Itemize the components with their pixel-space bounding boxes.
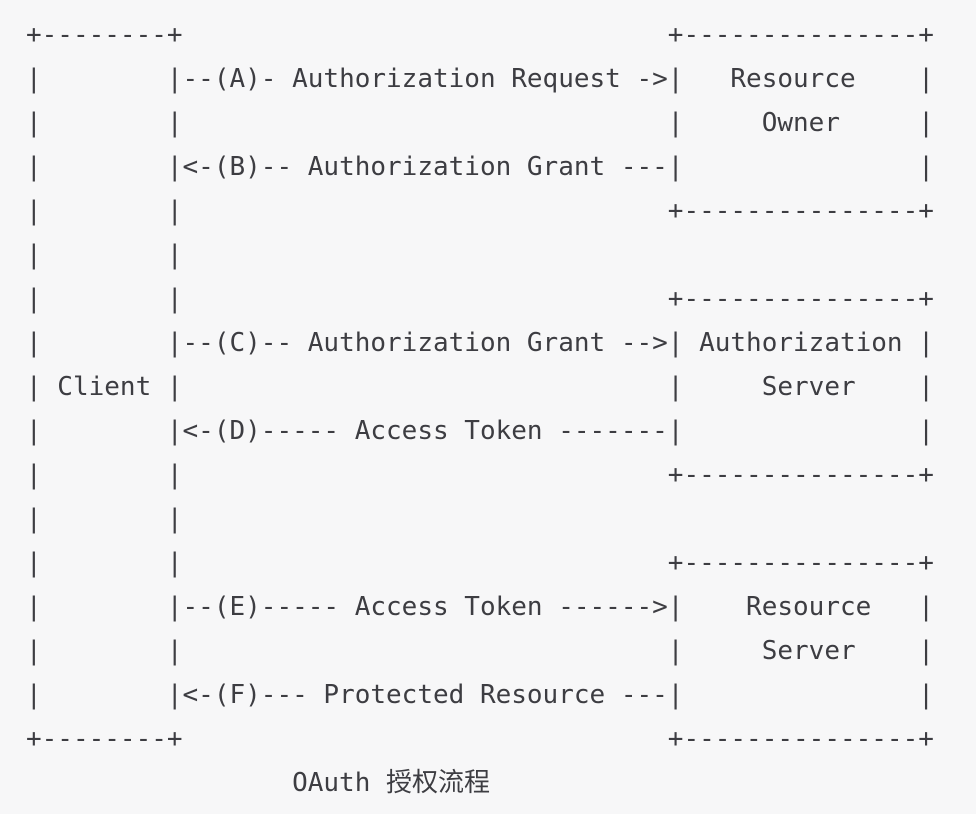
ascii-line: +--------+ +---------------+ bbox=[26, 20, 934, 50]
ascii-line-step-a: | |--(A)- Authorization Request ->| Reso… bbox=[26, 64, 934, 94]
ascii-line-step-b: | |<-(B)-- Authorization Grant ---| | bbox=[26, 152, 934, 182]
ascii-line-step-d: | |<-(D)----- Access Token -------| | bbox=[26, 416, 934, 446]
ascii-line: | | | Owner | bbox=[26, 108, 934, 138]
ascii-line: | | bbox=[26, 504, 183, 534]
ascii-line: | | bbox=[26, 240, 183, 270]
ascii-line: +--------+ +---------------+ bbox=[26, 724, 934, 754]
ascii-line-step-e: | |--(E)----- Access Token ------>| Reso… bbox=[26, 592, 934, 622]
ascii-line: | | +---------------+ bbox=[26, 196, 934, 226]
ascii-line: | | +---------------+ bbox=[26, 548, 934, 578]
ascii-line-client-label: | Client | | Server | bbox=[26, 372, 934, 402]
ascii-line-step-f: | |<-(F)--- Protected Resource ---| | bbox=[26, 680, 934, 710]
ascii-line: | | +---------------+ bbox=[26, 284, 934, 314]
ascii-line: | | | Server | bbox=[26, 636, 934, 666]
ascii-line: | | +---------------+ bbox=[26, 460, 934, 490]
diagram-caption: OAuth 授权流程 bbox=[292, 768, 491, 798]
ascii-line-step-c: | |--(C)-- Authorization Grant -->| Auth… bbox=[26, 328, 934, 358]
